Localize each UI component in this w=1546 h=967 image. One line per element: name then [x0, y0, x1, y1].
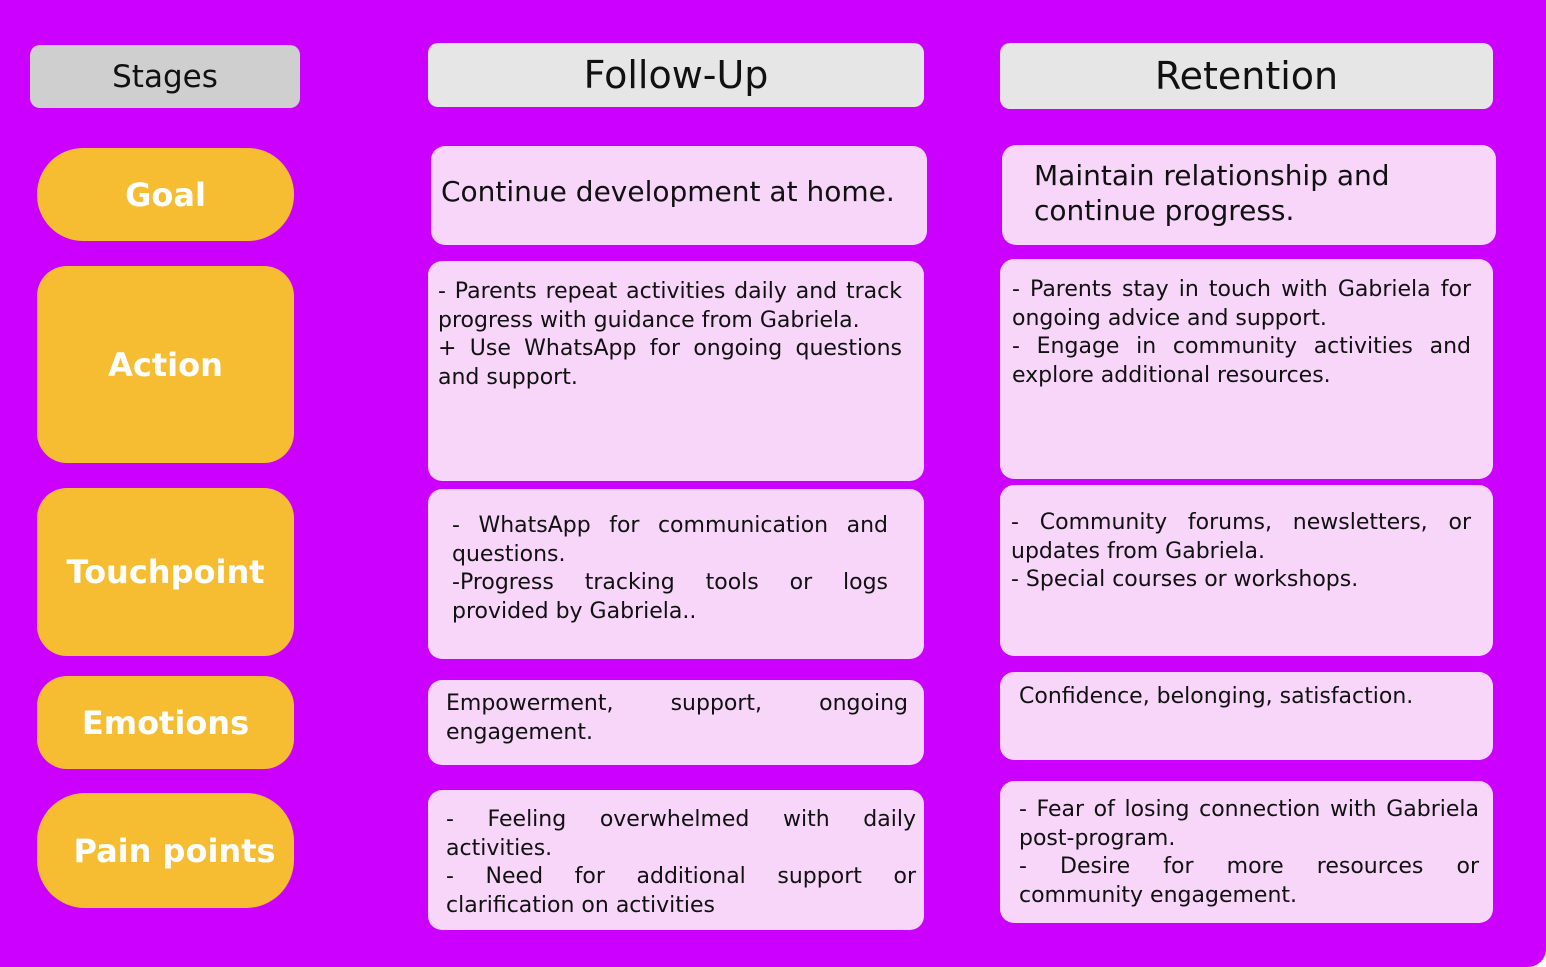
retention-goal-text: Maintain relationship and continue progr… — [1034, 159, 1390, 227]
header-retention-label: Retention — [1154, 54, 1339, 98]
stage-goal-label: Goal — [125, 175, 206, 214]
follow-up-goal-text: Continue development at home. — [441, 175, 895, 208]
follow-up-touchpoint-item: - WhatsApp for communication and questio… — [452, 513, 888, 567]
header-retention: Retention — [1000, 43, 1493, 109]
follow-up-emotions-card: Empowerment, support, ongoing engagement… — [428, 680, 924, 765]
retention-pain-point-item: - Desire for more resources or community… — [1019, 854, 1479, 908]
retention-emotions-card: Confidence, belonging, satisfaction. — [1000, 672, 1493, 760]
stage-action: Action — [37, 266, 294, 463]
follow-up-goal-card: Continue development at home. — [431, 146, 927, 245]
stage-emotions-label: Emotions — [81, 703, 250, 742]
retention-goal-card: Maintain relationship and continue progr… — [1002, 145, 1496, 245]
stage-action-label: Action — [108, 345, 223, 384]
stage-touchpoint-label: Touchpoint — [66, 553, 265, 591]
follow-up-pain-point-item: - Need for additional support or clarifi… — [446, 864, 916, 918]
stage-pain-points: Pain points — [37, 793, 294, 908]
stage-pain-points-label: Pain points — [73, 831, 276, 870]
header-stages-label: Stages — [112, 58, 218, 95]
retention-action-card: - Parents stay in touch with Gabriela fo… — [1000, 259, 1493, 479]
header-stages: Stages — [30, 45, 300, 108]
follow-up-pain-points-card: - Feeling overwhelmed with daily activit… — [428, 790, 924, 930]
retention-touchpoint-item: - Community forums, newsletters, or upda… — [1011, 510, 1471, 564]
retention-touchpoint-card: - Community forums, newsletters, or upda… — [1000, 485, 1493, 656]
follow-up-action-item: - Parents repeat activities daily and tr… — [438, 279, 902, 333]
retention-pain-points-card: - Fear of losing connection with Gabriel… — [1000, 781, 1493, 923]
follow-up-pain-point-item: - Feeling overwhelmed with daily activit… — [446, 807, 916, 861]
retention-touchpoint-item: - Special courses or workshops. — [1011, 567, 1359, 592]
retention-emotions-text: Confidence, belonging, satisfaction. — [1019, 684, 1414, 709]
follow-up-touchpoint-card: - WhatsApp for communication and questio… — [428, 489, 924, 659]
stage-touchpoint: Touchpoint — [37, 488, 294, 656]
follow-up-emotions-text: Empowerment, support, ongoing engagement… — [446, 691, 908, 745]
retention-pain-point-item: - Fear of losing connection with Gabriel… — [1019, 797, 1479, 851]
stage-emotions: Emotions — [37, 676, 294, 769]
follow-up-action-item: + Use WhatsApp for ongoing questions and… — [438, 336, 902, 390]
retention-action-item: - Engage in community activities and exp… — [1012, 334, 1471, 388]
follow-up-action-card: - Parents repeat activities daily and tr… — [428, 261, 924, 481]
retention-action-item: - Parents stay in touch with Gabriela fo… — [1012, 277, 1471, 331]
header-follow-up-label: Follow-Up — [583, 53, 769, 97]
header-follow-up: Follow-Up — [428, 43, 924, 107]
stage-goal: Goal — [37, 148, 294, 241]
follow-up-touchpoint-item: -Progress tracking tools or logs provide… — [452, 570, 888, 624]
